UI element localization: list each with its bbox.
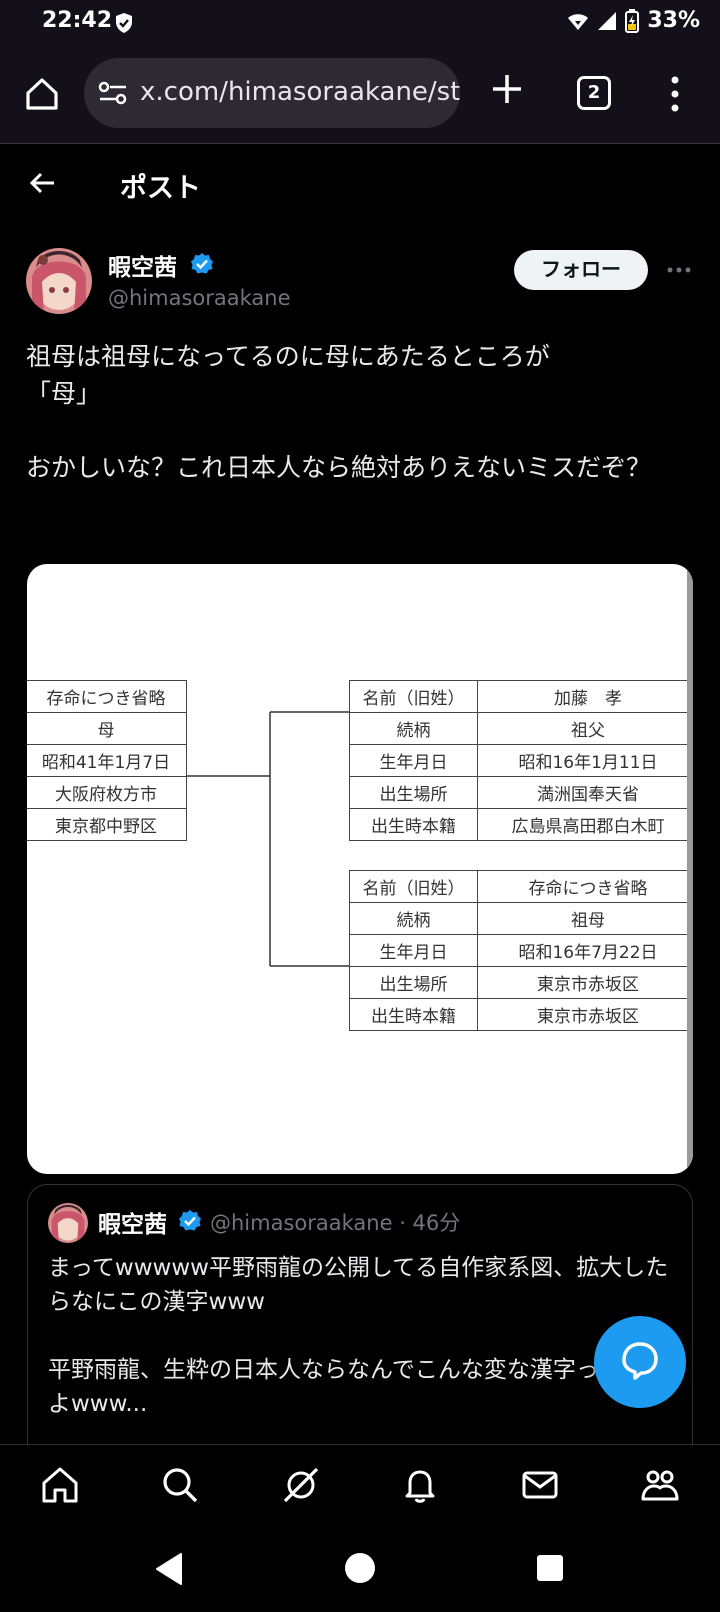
mother-cell: 東京都中野区	[27, 808, 187, 841]
browser-menu-icon[interactable]	[668, 74, 682, 114]
tweet-text: 祖母は祖母になってるのに母にあたるところが 「母」 おかしいな？これ日本人なら絶…	[26, 338, 696, 486]
mother-cell: 存命につき省略	[27, 680, 187, 713]
system-home-icon[interactable]	[344, 1552, 376, 1584]
grandfather-value: 祖父	[477, 712, 693, 745]
grandmother-label: 名前（旧姓）	[349, 870, 478, 903]
back-arrow-icon[interactable]	[28, 168, 58, 198]
grandmother-value: 昭和16年7月22日	[477, 934, 693, 967]
grandfather-label: 出生時本籍	[349, 808, 478, 841]
grandfather-value: 満洲国奉天省	[477, 776, 693, 809]
follow-button[interactable]: フォロー	[514, 250, 648, 290]
author-name[interactable]: 暇空茜	[108, 255, 177, 281]
chat-bubble-icon	[622, 1342, 658, 1380]
signal-icon	[598, 11, 617, 30]
attached-image[interactable]: 存命につき省略 母 昭和41年1月7日 大阪府枚方市 東京都中野区 名前（旧姓）…	[27, 564, 693, 1174]
mother-cell: 大阪府枚方市	[27, 776, 187, 809]
author-avatar[interactable]	[26, 248, 92, 314]
url-bar[interactable]: x.com/himasoraakane/st	[84, 58, 460, 128]
new-tab-icon[interactable]	[490, 72, 524, 106]
quoted-paragraph: まってwwwww平野雨龍の公開してる自作家系図、拡大したらなにこの漢字www	[48, 1255, 669, 1315]
grandmother-label: 続柄	[349, 902, 478, 935]
mother-cell: 昭和41年1月7日	[27, 744, 187, 777]
battery-icon	[625, 8, 640, 33]
tab-switcher-button[interactable]: 2	[577, 76, 611, 110]
search-icon[interactable]	[160, 1465, 200, 1505]
grandmother-label: 生年月日	[349, 934, 478, 967]
grandfather-label: 続柄	[349, 712, 478, 745]
grandmother-value: 存命につき省略	[477, 870, 693, 903]
status-time: 22:42	[42, 8, 113, 33]
compose-reply-button[interactable]	[594, 1316, 686, 1408]
grandmother-label: 出生場所	[349, 966, 478, 999]
site-settings-icon[interactable]	[98, 80, 128, 106]
author-handle[interactable]: @himasoraakane	[108, 286, 291, 310]
grandfather-table: 名前（旧姓）加藤 孝 続柄祖父 生年月日昭和16年1月11日 出生場所満洲国奉天…	[349, 680, 693, 841]
grandmother-value: 祖母	[477, 902, 693, 935]
mother-cell: 母	[27, 712, 187, 745]
browser-toolbar: x.com/himasoraakane/st 2	[0, 44, 720, 144]
browser-home-icon[interactable]	[22, 74, 62, 114]
verified-badge-icon	[191, 253, 213, 274]
page-title: ポスト	[120, 173, 201, 204]
tweet-paragraph: 祖母は祖母になってるのに母にあたるところが 「母」	[26, 342, 550, 408]
grandmother-table: 名前（旧姓）存命につき省略 続柄祖母 生年月日昭和16年7月22日 出生場所東京…	[349, 870, 693, 1031]
tweet-paragraph: おかしいな？これ日本人なら絶対ありえないミスだぞ？	[26, 453, 652, 482]
more-options-icon[interactable]	[666, 262, 692, 278]
bell-icon[interactable]	[400, 1465, 440, 1505]
grok-icon[interactable]	[281, 1465, 321, 1505]
image-edge	[687, 564, 693, 1174]
grandfather-label: 名前（旧姓）	[349, 680, 478, 713]
quoted-text: まってwwwww平野雨龍の公開してる自作家系図、拡大したらなにこの漢字www 平…	[48, 1251, 678, 1421]
grandfather-label: 生年月日	[349, 744, 478, 777]
grandmother-value: 東京市赤坂区	[477, 966, 693, 999]
shield-check-icon	[116, 13, 132, 33]
mother-table: 存命につき省略 母 昭和41年1月7日 大阪府枚方市 東京都中野区	[27, 680, 187, 841]
tree-connector-lines	[187, 711, 349, 967]
post-header: ポスト	[0, 146, 720, 224]
verified-badge-icon	[179, 1210, 201, 1231]
quoted-meta: @himasoraakane · 46分	[210, 1211, 461, 1235]
grandfather-value: 昭和16年1月11日	[477, 744, 693, 777]
url-text[interactable]: x.com/himasoraakane/st	[140, 77, 460, 107]
home-icon[interactable]	[40, 1465, 80, 1505]
quoted-paragraph: 平野雨龍、生粋の日本人ならなんでこんな変な漢字ってんだよwww...	[48, 1357, 667, 1417]
status-right: 33%	[567, 8, 700, 33]
battery-percent: 33%	[647, 8, 700, 33]
wifi-icon	[568, 13, 589, 30]
mail-icon[interactable]	[520, 1465, 560, 1505]
grandmother-value: 東京市赤坂区	[477, 998, 693, 1031]
system-back-icon[interactable]	[154, 1552, 184, 1586]
system-recents-icon[interactable]	[536, 1554, 564, 1582]
grandfather-label: 出生場所	[349, 776, 478, 809]
bottom-navigation	[0, 1444, 720, 1526]
grandmother-label: 出生時本籍	[349, 998, 478, 1031]
quoted-author-name: 暇空茜	[98, 1212, 167, 1238]
quoted-tweet[interactable]: 暇空茜 @himasoraakane · 46分 まってwwwww平野雨龍の公開…	[27, 1184, 693, 1444]
grandfather-value: 広島県高田郡白木町	[477, 808, 693, 841]
status-bar: 22:42 33%	[0, 0, 720, 44]
communities-icon[interactable]	[640, 1465, 680, 1505]
system-navigation	[0, 1526, 720, 1612]
quoted-author-avatar	[48, 1203, 88, 1243]
grandfather-value: 加藤 孝	[477, 680, 693, 713]
